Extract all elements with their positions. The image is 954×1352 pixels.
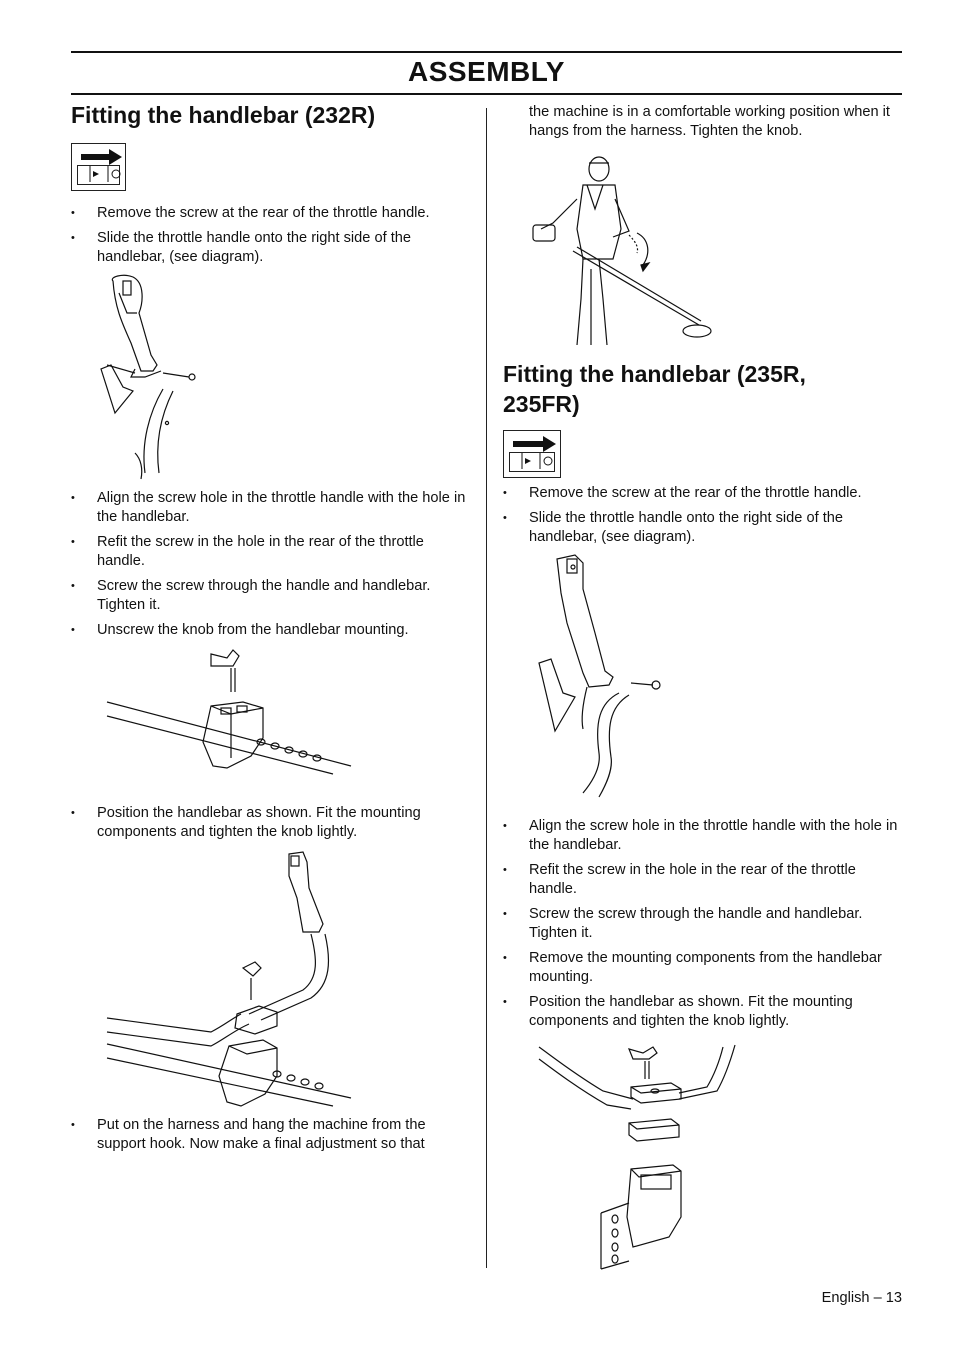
page-footer: English – 13 xyxy=(821,1290,902,1306)
list-item: Unscrew the knob from the handlebar moun… xyxy=(71,621,471,640)
list-item: Align the screw hole in the throttle han… xyxy=(71,489,471,527)
wrench-icon xyxy=(89,166,121,182)
continuation-text: the machine is in a comfortable working … xyxy=(529,104,890,139)
column-divider xyxy=(486,108,487,1268)
arrow-right-icon xyxy=(513,436,556,452)
steps-list-5: Remove the screw at the rear of the thro… xyxy=(503,484,903,547)
handlebar-mounting-figure xyxy=(106,649,352,775)
heading-232r: Fitting the handlebar (232R) xyxy=(71,102,376,128)
list-item: Slide the throttle handle onto the right… xyxy=(503,509,903,547)
list-item: Position the handlebar as shown. Fit the… xyxy=(71,804,471,842)
right-column: the machine is in a comfortable working … xyxy=(503,100,903,1287)
steps-list-2: Align the screw hole in the throttle han… xyxy=(71,489,471,640)
list-item: Align the screw hole in the throttle han… xyxy=(503,817,903,855)
list-item: Remove the mounting components from the … xyxy=(503,949,903,987)
steps-list-6: Align the screw hole in the throttle han… xyxy=(503,817,903,1031)
steps-list-3: Position the handlebar as shown. Fit the… xyxy=(71,804,471,842)
header-rule-bottom xyxy=(71,93,902,95)
throttle-handle-figure-2 xyxy=(538,554,661,798)
tool-arrow-icon xyxy=(71,143,126,191)
left-column: Fitting the handlebar (232R) Remove the … xyxy=(71,100,471,1160)
list-item: Screw the screw through the handle and h… xyxy=(71,577,471,615)
throttle-handle-figure xyxy=(100,274,196,480)
section-title: ASSEMBLY xyxy=(407,56,565,87)
list-item: Refit the screw in the hole in the rear … xyxy=(71,533,471,571)
list-item: Remove the screw at the rear of the thro… xyxy=(503,484,903,503)
list-item: Put on the harness and hang the machine … xyxy=(71,1116,471,1154)
wrench-icon xyxy=(521,453,553,469)
operator-harness-figure xyxy=(532,156,712,346)
heading-235r-235fr: Fitting the handlebar (235R, 235FR) xyxy=(503,361,806,417)
list-item: Slide the throttle handle onto the right… xyxy=(71,229,471,267)
exploded-mounting-figure xyxy=(538,1044,736,1270)
list-item: Refit the screw in the hole in the rear … xyxy=(503,861,903,899)
handlebar-assembly-figure xyxy=(106,851,352,1107)
arrow-right-icon xyxy=(81,149,122,165)
header-rule-top xyxy=(71,51,902,53)
steps-list-1: Remove the screw at the rear of the thro… xyxy=(71,204,471,267)
list-item: Position the handlebar as shown. Fit the… xyxy=(503,993,903,1031)
tool-icon-strip xyxy=(509,452,555,472)
tool-arrow-icon xyxy=(503,430,561,478)
list-item: Remove the screw at the rear of the thro… xyxy=(71,204,471,223)
tool-icon-strip xyxy=(77,165,121,185)
list-item: Screw the screw through the handle and h… xyxy=(503,905,903,943)
steps-list-4: Put on the harness and hang the machine … xyxy=(71,1116,471,1154)
